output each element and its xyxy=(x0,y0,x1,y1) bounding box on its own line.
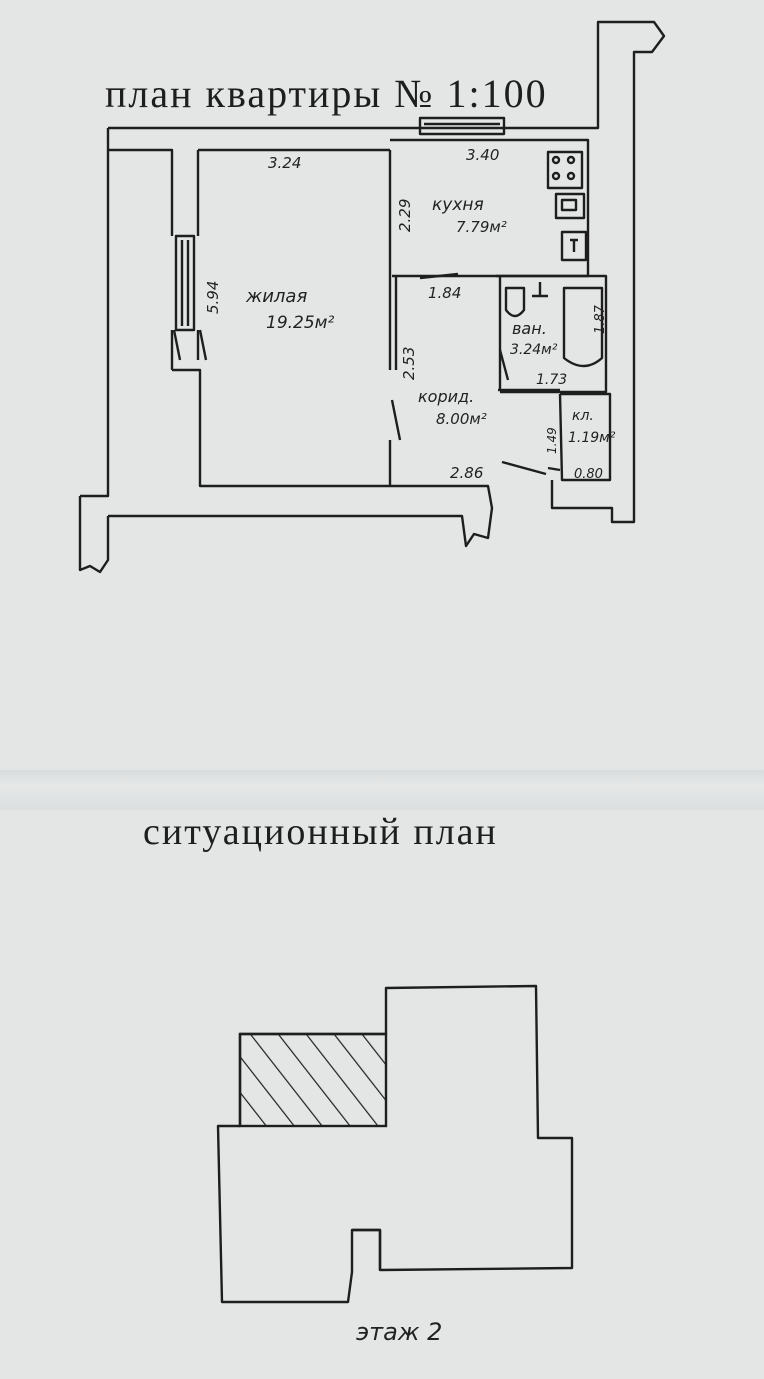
room-bathroom-name: ван. xyxy=(512,319,547,338)
room-corridor-name: корид. xyxy=(418,387,474,406)
dim-closet-width: 0.80 xyxy=(574,467,603,482)
bathtub xyxy=(562,286,604,368)
dim-closet-depth: 1.49 xyxy=(545,427,559,454)
floor-label: этаж 2 xyxy=(356,1318,442,1346)
room-kitchen-name: кухня xyxy=(432,195,484,215)
closet-wall xyxy=(547,392,612,482)
stove xyxy=(546,150,584,190)
paper-fold xyxy=(0,770,764,810)
sink xyxy=(560,230,588,262)
toilet xyxy=(504,286,526,318)
dim-corridor-length: 2.53 xyxy=(400,347,418,380)
kitchen-wall xyxy=(390,138,590,390)
dim-corridor-bottom: 2.86 xyxy=(450,464,483,482)
dim-kitchen-depth: 2.29 xyxy=(396,199,414,232)
dim-kitchen-width: 3.40 xyxy=(466,146,499,164)
room-bathroom-area: 3.24м² xyxy=(510,342,558,358)
outer-wall xyxy=(108,20,666,524)
left-wall xyxy=(80,148,494,548)
site-plan-title: ситуационный план xyxy=(143,811,498,853)
window-top xyxy=(418,116,506,136)
room-closet-area: 1.19м² xyxy=(568,430,616,446)
living-room-wall xyxy=(196,148,392,486)
apartment-location-hatched xyxy=(238,1032,388,1128)
apartment-plan-title: план квартиры № 1:100 xyxy=(105,71,548,116)
room-kitchen-area: 7.79м² xyxy=(456,218,507,236)
dim-living-width: 3.24 xyxy=(268,154,301,172)
entrance-box xyxy=(352,1228,382,1270)
room-corridor-area: 8.00м² xyxy=(436,410,487,428)
dim-bath-width: 1.73 xyxy=(536,372,567,388)
outer-wall-left xyxy=(78,128,110,574)
room-living-area: 19.25м² xyxy=(266,313,334,333)
dim-living-length: 5.94 xyxy=(204,281,222,314)
window-left xyxy=(174,234,196,332)
kitchen-cabinet xyxy=(554,192,586,220)
dim-corridor-width: 1.84 xyxy=(428,284,461,302)
room-closet-name: кл. xyxy=(572,408,594,424)
dim-bath-depth: 1.87 xyxy=(593,304,608,334)
bathroom-wall xyxy=(496,274,608,394)
room-living-name: жилая xyxy=(245,286,307,307)
